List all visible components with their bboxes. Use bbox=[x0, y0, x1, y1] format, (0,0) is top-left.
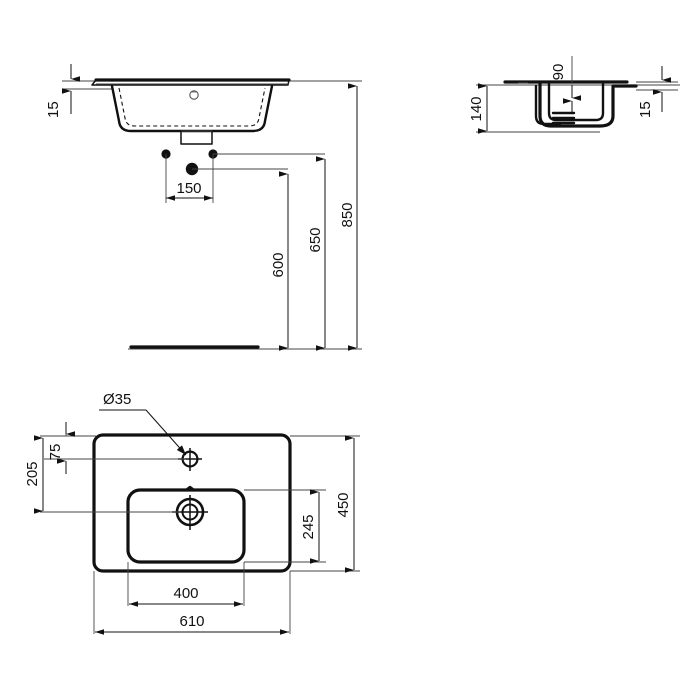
dimension-basin-depth: 140 bbox=[468, 83, 488, 134]
side-overflow-channel bbox=[534, 84, 546, 126]
plan-overflow-notch bbox=[184, 485, 196, 492]
dim-label-bowl-depth: 245 bbox=[300, 514, 317, 539]
dimension-rim-thickness-side: 15 bbox=[636, 66, 678, 118]
dim-label-rim-thickness-side: 15 bbox=[637, 101, 654, 118]
dim-label-basin-depth: 140 bbox=[468, 96, 485, 121]
side-section-view: 140 90 bbox=[468, 56, 680, 134]
dimension-overall-width: 610 bbox=[95, 613, 289, 635]
dim-label-tap-hole-from-rear: 75 bbox=[47, 444, 64, 461]
dim-label-overall-height: 850 bbox=[339, 202, 356, 227]
overflow-hole-elevation bbox=[189, 90, 199, 100]
callout-tap-hole-diameter: Ø35 bbox=[99, 391, 187, 456]
dimension-bowl-width: 400 bbox=[129, 585, 243, 607]
dim-label-rim-thickness: 15 bbox=[45, 101, 62, 118]
dimension-basin-top-height: 650 bbox=[307, 156, 326, 351]
dim-label-basin-top-height: 650 bbox=[307, 227, 324, 252]
bowl-inner-hidden-profile bbox=[118, 87, 266, 127]
dim-label-bracket-height: 600 bbox=[270, 252, 287, 277]
dimension-overflow-height: 90 bbox=[550, 56, 581, 114]
side-bowl-inner-wall bbox=[547, 81, 605, 122]
dimension-overall-depth: 450 bbox=[335, 435, 355, 573]
side-bowl-outer-wall bbox=[538, 81, 638, 128]
front-elevation-view: 15 bbox=[45, 64, 362, 351]
bowl-outer-profile bbox=[110, 84, 274, 133]
dimension-rim-thickness: 15 bbox=[45, 64, 112, 118]
plan-outer-outline bbox=[92, 433, 292, 573]
waste-outlet-elevation bbox=[180, 131, 213, 145]
side-drain-grating bbox=[551, 111, 576, 125]
dim-label-bowl-width: 400 bbox=[173, 585, 198, 602]
plan-view: Ø35 75 205 bbox=[24, 391, 360, 635]
dimension-bowl-depth: 245 bbox=[300, 489, 320, 564]
countertop-slab-edge bbox=[91, 79, 290, 86]
dim-label-tap-offset: 150 bbox=[176, 180, 201, 197]
callout-label-diameter: Ø35 bbox=[103, 391, 131, 408]
callout-leader-line bbox=[145, 409, 187, 456]
dimension-bracket-height: 600 bbox=[270, 171, 289, 351]
dimension-overall-height: 850 bbox=[339, 83, 358, 351]
dim-label-overall-width: 610 bbox=[179, 613, 204, 630]
dimension-bowl-from-rear: 205 bbox=[24, 435, 44, 514]
plan-waste-outlet bbox=[172, 495, 208, 530]
dimension-tap-hole-from-rear: 75 bbox=[47, 422, 75, 474]
plan-tap-hole bbox=[178, 448, 202, 471]
dim-label-bowl-from-rear: 205 bbox=[24, 461, 41, 486]
dim-label-overall-depth: 450 bbox=[335, 492, 352, 517]
dim-label-overflow-height: 90 bbox=[550, 64, 567, 81]
dimension-tap-offset: 150 bbox=[166, 180, 213, 201]
